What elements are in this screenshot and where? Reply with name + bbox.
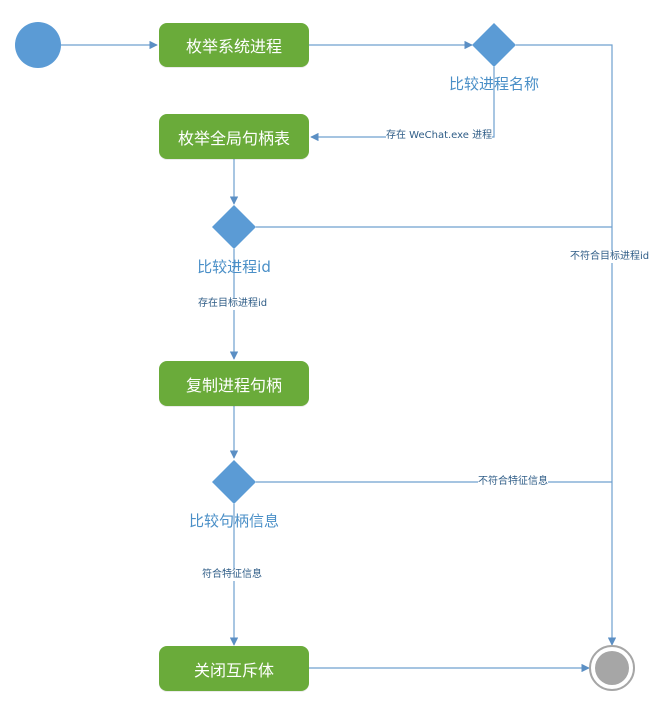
decision-compare-handle xyxy=(212,460,256,504)
decision-compare-id xyxy=(212,205,256,249)
edge-label-target-id-exists: 存在目标进程id xyxy=(198,298,268,310)
edge-label-match-features: 符合特征信息 xyxy=(202,569,262,581)
label-compare-handle: 比较句柄信息 xyxy=(188,512,280,530)
decision-compare-name xyxy=(472,23,516,67)
edge-label-not-target-id: 不符合目标进程id xyxy=(570,251,650,263)
node-enum-handles: 枚举全局句柄表 xyxy=(159,114,309,159)
start-node xyxy=(15,22,61,68)
edge-label-not-match-features: 不符合特征信息 xyxy=(478,476,548,488)
end-node-core xyxy=(595,651,629,685)
label-compare-name: 比较进程名称 xyxy=(448,75,540,93)
node-enum-process: 枚举系统进程 xyxy=(159,23,309,67)
label-compare-id: 比较进程id xyxy=(197,258,271,276)
edge-wechat-exists xyxy=(310,67,495,142)
edge-label-wechat-exists: 存在 WeChat.exe 进程 xyxy=(386,130,493,142)
node-dup-handle: 复制进程句柄 xyxy=(159,361,309,406)
node-close-mutex: 关闭互斥体 xyxy=(159,646,309,691)
edge-name-to-end xyxy=(516,44,617,646)
